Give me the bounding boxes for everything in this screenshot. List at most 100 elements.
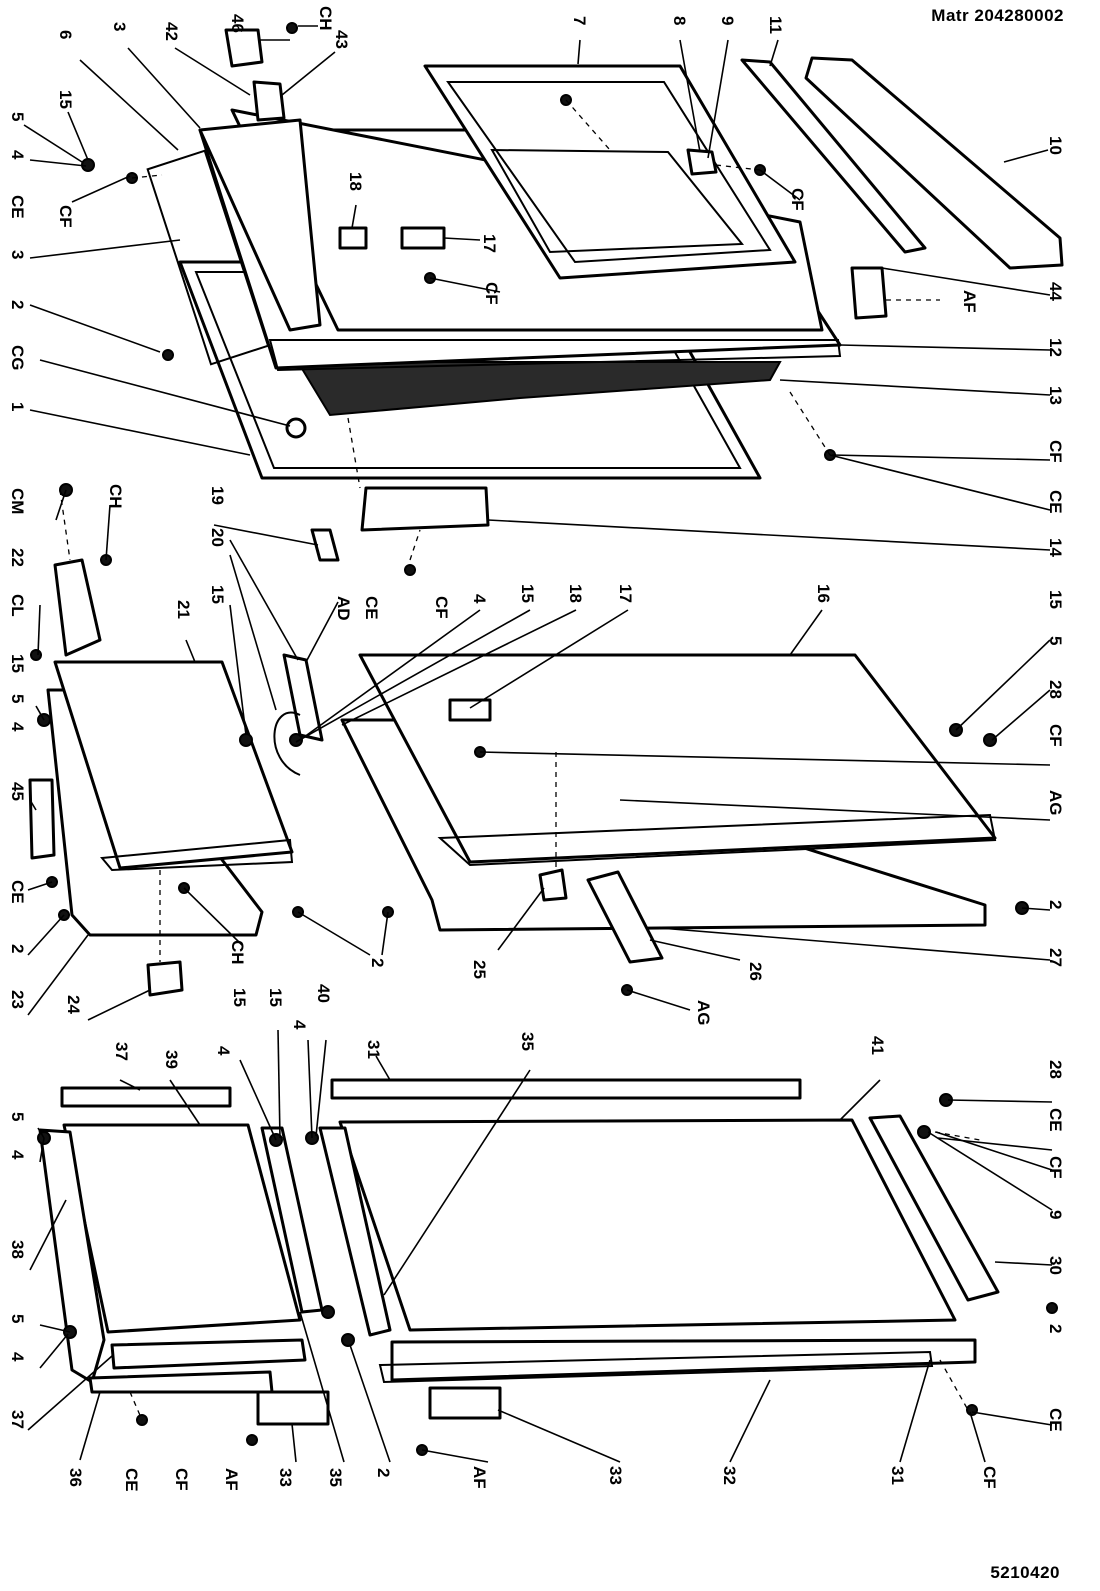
callout-CF-d: CF bbox=[1046, 440, 1065, 463]
callout-3b: 3 bbox=[8, 250, 27, 259]
door-panel-part-16 bbox=[358, 653, 997, 864]
callout-42: 42 bbox=[162, 22, 181, 41]
callout-10: 10 bbox=[1046, 136, 1065, 155]
callout-15g: 15 bbox=[266, 988, 285, 1007]
callout-15c: 15 bbox=[208, 585, 227, 604]
trim-strip-part-11 bbox=[740, 58, 927, 254]
callout-15d: 15 bbox=[518, 584, 537, 603]
callout-4b: 4 bbox=[8, 722, 27, 732]
callout-38: 38 bbox=[8, 1240, 27, 1259]
hinge-part-22 bbox=[53, 558, 102, 657]
drawing-number: 5210420 bbox=[990, 1563, 1060, 1582]
callout-37b: 37 bbox=[8, 1410, 27, 1429]
clip-part-8 bbox=[686, 148, 718, 176]
callout-24: 24 bbox=[64, 995, 83, 1014]
callout-CE-e: CE bbox=[122, 1468, 141, 1492]
callout-16: 16 bbox=[814, 584, 833, 603]
callout-CF-i: CF bbox=[980, 1466, 999, 1489]
callout-CE-b: CE bbox=[1046, 490, 1065, 514]
callout-1: 1 bbox=[8, 402, 27, 411]
window-frame-part-7 bbox=[423, 64, 797, 280]
callout-CL: CL bbox=[8, 594, 27, 617]
callout-9b: 9 bbox=[1046, 1210, 1065, 1219]
callout-9: 9 bbox=[718, 16, 737, 25]
callout-39: 39 bbox=[162, 1050, 181, 1069]
callout-35: 35 bbox=[326, 1468, 345, 1487]
callout-CE-d: CE bbox=[362, 596, 381, 620]
bracket-part-46 bbox=[224, 28, 264, 68]
callout-CF-h: CF bbox=[1046, 1156, 1065, 1179]
callout-2b: 2 bbox=[8, 944, 27, 953]
callout-5c: 5 bbox=[1046, 636, 1065, 645]
callout-AF: AF bbox=[960, 290, 979, 313]
screw-icon bbox=[1046, 1302, 1058, 1314]
callout-CF-e: CF bbox=[432, 596, 451, 619]
callout-5d: 5 bbox=[8, 1112, 27, 1121]
badge-part-17b bbox=[448, 698, 492, 722]
callout-5e: 5 bbox=[8, 1314, 27, 1323]
callout-21: 21 bbox=[174, 600, 193, 619]
cap-part-24 bbox=[146, 960, 184, 997]
bracket-part-44 bbox=[850, 266, 888, 320]
callout-14: 14 bbox=[1046, 538, 1065, 557]
callout-36: 36 bbox=[66, 1468, 85, 1487]
callout-CF-f: CF bbox=[1046, 724, 1065, 747]
screw-icon bbox=[321, 1305, 335, 1319]
callout-CH: CH bbox=[316, 6, 335, 31]
callout-37: 37 bbox=[112, 1042, 131, 1061]
callout-CF-c: CF bbox=[788, 188, 807, 211]
callout-43: 43 bbox=[332, 30, 351, 49]
callout-CE-f: CE bbox=[1046, 1108, 1065, 1132]
callout-3: 3 bbox=[110, 22, 129, 31]
callout-18b: 18 bbox=[566, 584, 585, 603]
bottom-right-door-assembly bbox=[318, 1078, 1000, 1420]
callout-23: 23 bbox=[8, 990, 27, 1009]
callout-45: 45 bbox=[8, 782, 27, 801]
callout-AG-b: AG bbox=[694, 1000, 713, 1026]
callout-8: 8 bbox=[670, 16, 689, 25]
callout-AF-b: AF bbox=[222, 1468, 241, 1491]
callout-2d: 2 bbox=[1046, 900, 1065, 909]
clip-part-18 bbox=[338, 226, 368, 250]
callout-46: 46 bbox=[228, 14, 247, 33]
bottom-strip-part-36 bbox=[88, 1370, 274, 1394]
side-rail-part-30 bbox=[868, 1114, 1000, 1302]
callout-4d: 4 bbox=[8, 1150, 27, 1160]
bottom-rail-part-32 bbox=[390, 1338, 977, 1382]
screw-icon bbox=[239, 733, 253, 747]
handle-part-20 bbox=[282, 653, 324, 742]
callout-CE: CE bbox=[8, 195, 27, 219]
screw-icon bbox=[246, 1434, 258, 1446]
callout-4g: 4 bbox=[8, 1352, 27, 1362]
wire-part-20 bbox=[273, 711, 301, 776]
callout-AD: AD bbox=[334, 596, 353, 621]
callout-5: 5 bbox=[8, 112, 27, 121]
callout-13: 13 bbox=[1046, 386, 1065, 405]
screw-icon bbox=[286, 22, 298, 34]
panel-part-14 bbox=[360, 486, 490, 532]
callout-7: 7 bbox=[570, 16, 589, 25]
callout-CH-b: CH bbox=[106, 484, 125, 509]
screw-icon bbox=[162, 349, 174, 361]
callout-35b: 35 bbox=[518, 1032, 537, 1051]
screw-icon bbox=[917, 1125, 931, 1139]
callout-AF-c: AF bbox=[470, 1466, 489, 1489]
callout-4e: 4 bbox=[214, 1046, 233, 1056]
latch-part-25 bbox=[538, 868, 568, 902]
callout-19: 19 bbox=[208, 486, 227, 505]
handle-part-26 bbox=[586, 870, 664, 964]
trim-strip-part-31-top bbox=[330, 1078, 802, 1100]
door-panel-part-41 bbox=[338, 1118, 957, 1332]
callout-41: 41 bbox=[868, 1036, 887, 1055]
callout-20: 20 bbox=[208, 528, 227, 547]
callout-AG: AG bbox=[1046, 790, 1065, 816]
callout-26: 26 bbox=[746, 962, 765, 981]
callout-6: 6 bbox=[56, 30, 75, 39]
cover-part-33b bbox=[428, 1386, 502, 1420]
callout-CM: CM bbox=[8, 488, 27, 514]
insulation-part-13 bbox=[296, 361, 782, 417]
hinge-part-43 bbox=[252, 80, 286, 122]
callout-11: 11 bbox=[766, 16, 785, 34]
callout-CF: CF bbox=[56, 205, 75, 228]
